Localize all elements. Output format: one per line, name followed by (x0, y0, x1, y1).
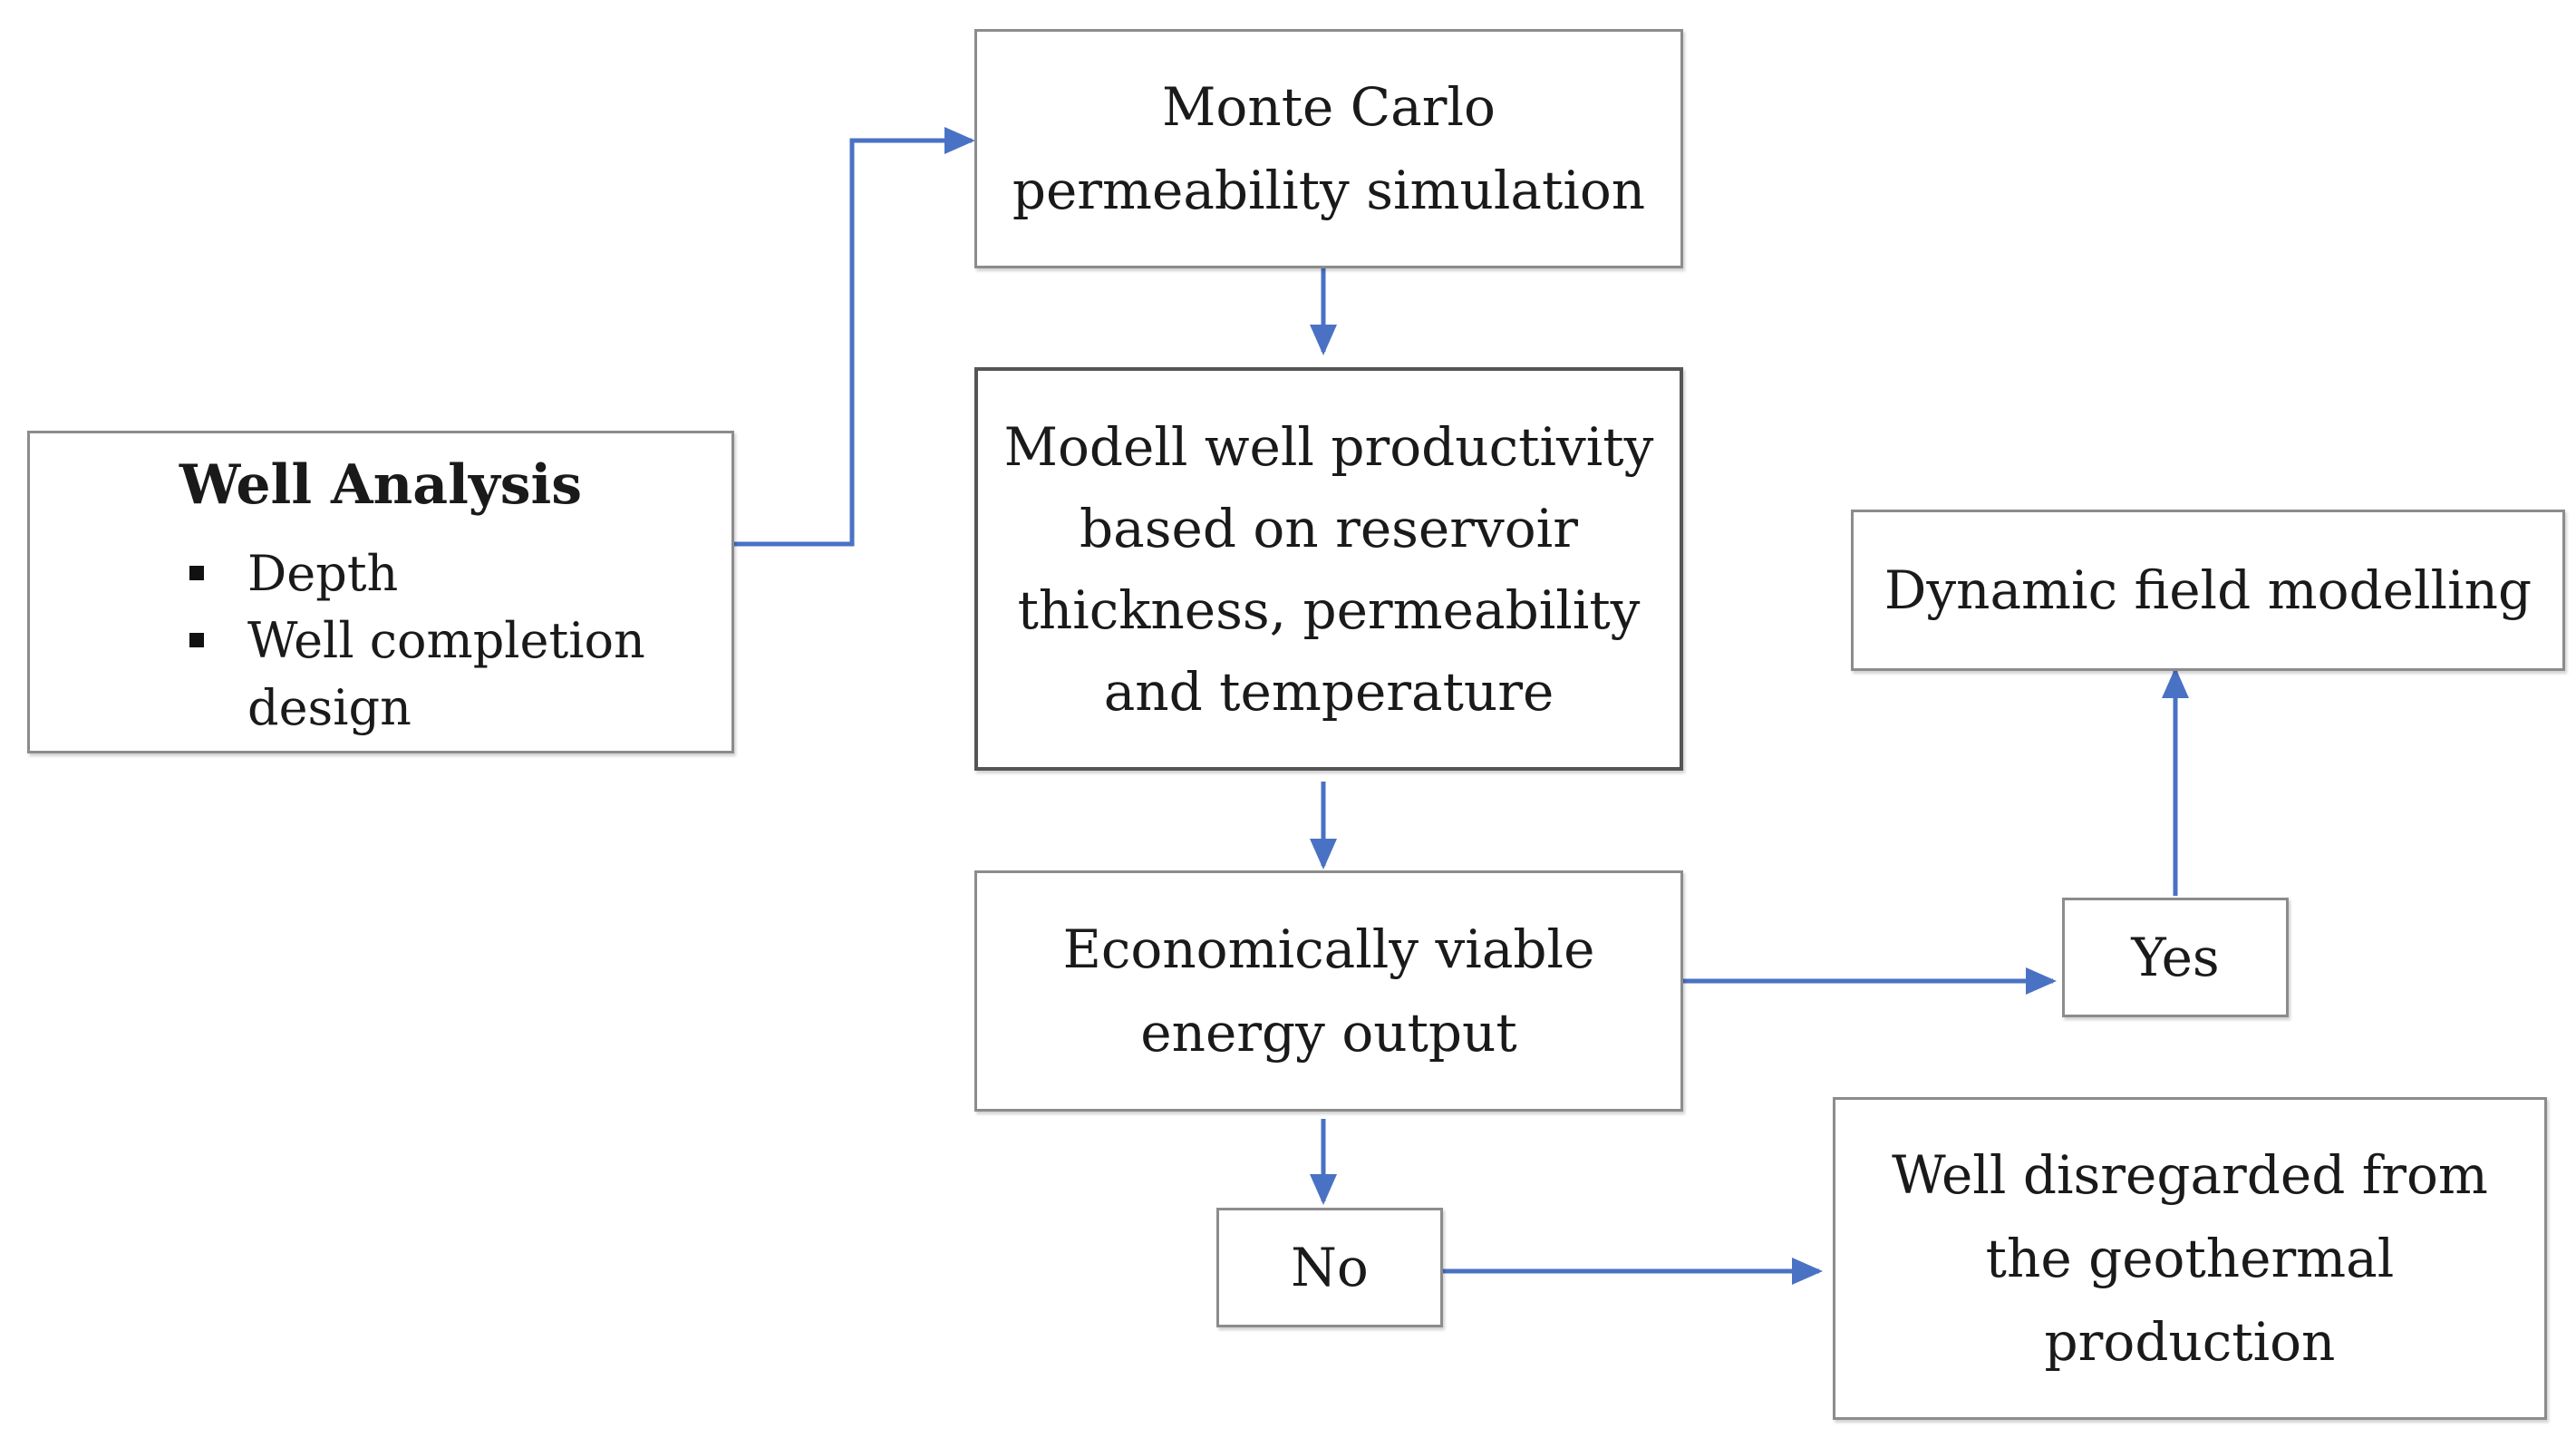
economically-viable-text: Economically viable energy output (1062, 918, 1595, 1064)
yes-text: Yes (2131, 927, 2220, 988)
monte-carlo-text: Monte Carlo permeability simulation (1012, 76, 1646, 221)
bullet-well-completion-design: Well completion design (157, 607, 701, 742)
well-disregarded-text: Well disregarded from the geothermal pro… (1892, 1144, 2488, 1373)
bullet-square-icon (189, 566, 204, 580)
yes-box: Yes (2062, 898, 2289, 1017)
bullet-depth: Depth (157, 540, 701, 607)
well-analysis-title: Well Analysis (179, 453, 583, 517)
model-productivity-text: Modell well productivity based on reserv… (1003, 415, 1654, 723)
monte-carlo-box: Monte Carlo permeability simulation (974, 29, 1683, 268)
arrow-well-analysis-to-monte-carlo (734, 127, 975, 547)
economically-viable-box: Economically viable energy output (974, 870, 1683, 1112)
bullet-square-icon (189, 633, 204, 647)
no-text: No (1291, 1237, 1369, 1298)
no-box: No (1216, 1208, 1443, 1327)
model-productivity-box: Modell well productivity based on reserv… (974, 367, 1683, 771)
bullet-text: Well completion design (247, 612, 645, 736)
well-analysis-box: Well Analysis Depth Well completion desi… (27, 431, 734, 753)
well-disregarded-box: Well disregarded from the geothermal pro… (1833, 1097, 2547, 1420)
dynamic-field-modelling-box: Dynamic field modelling (1851, 510, 2565, 671)
well-analysis-bullets: Depth Well completion design (157, 540, 701, 742)
dynamic-field-modelling-text: Dynamic field modelling (1884, 559, 2532, 621)
bullet-text: Depth (247, 545, 399, 602)
